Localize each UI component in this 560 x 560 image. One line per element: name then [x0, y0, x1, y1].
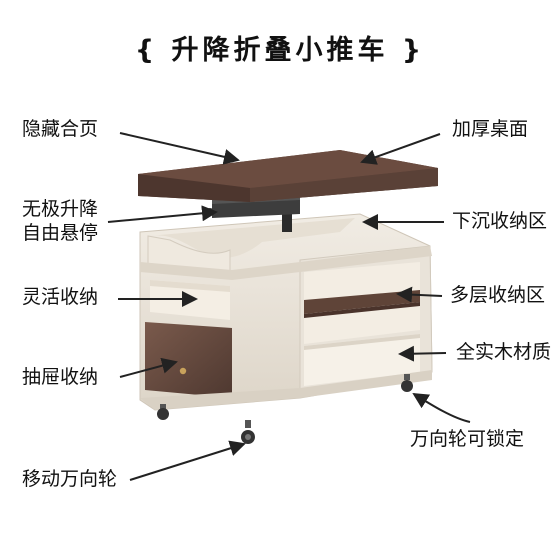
tabletop — [138, 150, 438, 202]
wheels — [157, 374, 413, 444]
label-stepless-lift-line1: 无极升降 — [22, 198, 99, 220]
label-flexible-storage: 灵活收纳 — [22, 286, 99, 308]
cart-body — [139, 213, 433, 411]
label-multi-storage: 多层收纳区 — [450, 284, 546, 306]
label-moving-wheel: 移动万向轮 — [22, 468, 118, 490]
label-hidden-hinge: 隐藏合页 — [22, 118, 99, 140]
pointer-arrows — [107, 132, 471, 481]
label-thick-top: 加厚桌面 — [452, 118, 529, 140]
label-solid-wood: 全实木材质 — [456, 341, 552, 363]
label-drawer-storage: 抽屉收纳 — [22, 366, 99, 388]
page-title: { 升降折叠小推车 } — [134, 35, 426, 66]
label-stepless-lift-line2: 自由悬停 — [22, 221, 99, 244]
label-sunken-storage: 下沉收纳区 — [452, 210, 548, 232]
label-lockable-wheel: 万向轮可锁定 — [410, 428, 525, 450]
label-stepless-lift: 无极升降 自由悬停 — [22, 198, 112, 246]
